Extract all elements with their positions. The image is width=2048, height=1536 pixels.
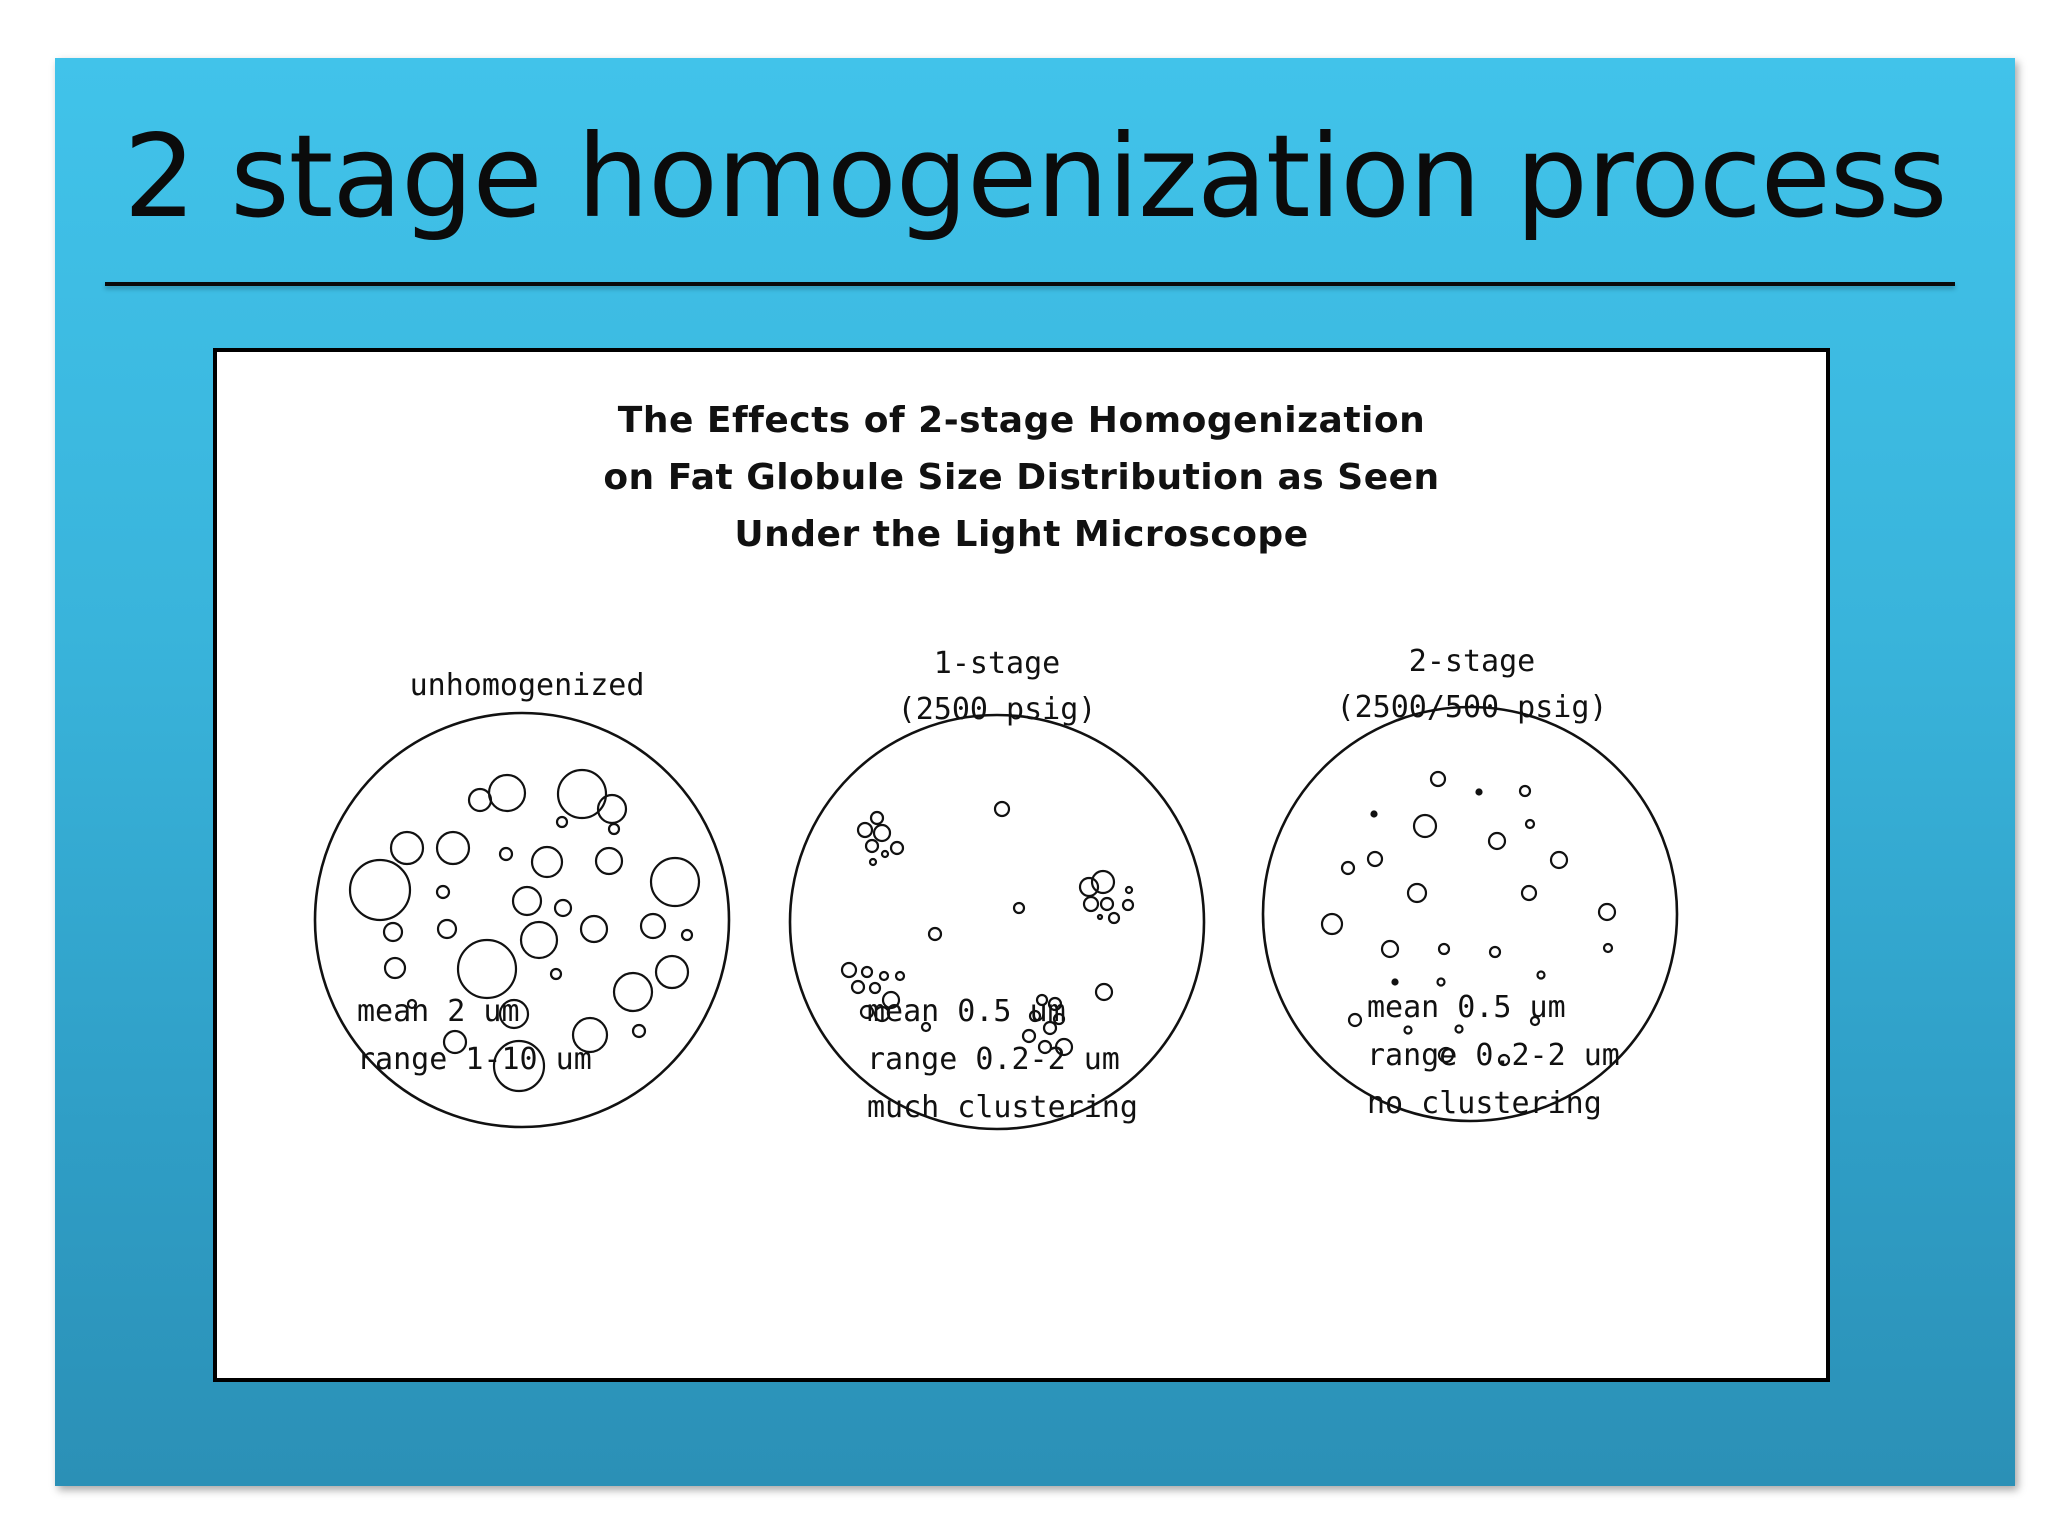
stat-unhomogenized-mean: mean 2 um [357, 994, 520, 1029]
stat-1-stage-mean: mean 0.5 um [867, 994, 1066, 1029]
slide: 2 stage homogenization process The Effec… [55, 58, 2015, 1486]
panel-label-1-stage-pressure: (2500 psig) [897, 692, 1097, 727]
stat-2-stage-range: range 0.2-2 um [1367, 1038, 1620, 1073]
slide-title: 2 stage homogenization process [123, 110, 1947, 243]
figure-title-line-1: The Effects of 2-stage Homogenization [617, 400, 1426, 441]
stat-1-stage-range: range 0.2-2 um [867, 1042, 1120, 1077]
microscope-field-1-stage [788, 713, 1206, 1131]
stat-1-stage-clustering: much clustering [867, 1090, 1138, 1125]
panel-label-1-stage: 1-stage [933, 646, 1061, 681]
figure-title-line-2: on Fat Globule Size Distribution as Seen [603, 457, 1440, 498]
title-divider [105, 282, 1955, 286]
stat-2-stage-mean: mean 0.5 um [1367, 990, 1566, 1025]
figure-image: The Effects of 2-stage Homogenization on… [213, 348, 1830, 1382]
panel-label-2-stage: 2-stage [1408, 644, 1536, 679]
stat-unhomogenized-range: range 1-10 um [357, 1042, 592, 1077]
figure-title-line-3: Under the Light Microscope [734, 514, 1309, 555]
globule-diagrams [313, 705, 1679, 1131]
panel-label-unhomogenized: unhomogenized [409, 668, 645, 703]
microscope-field-unhomogenized [313, 711, 731, 1129]
stat-2-stage-clustering: no clustering [1367, 1086, 1602, 1121]
microscope-field-2-stage [1261, 705, 1679, 1123]
